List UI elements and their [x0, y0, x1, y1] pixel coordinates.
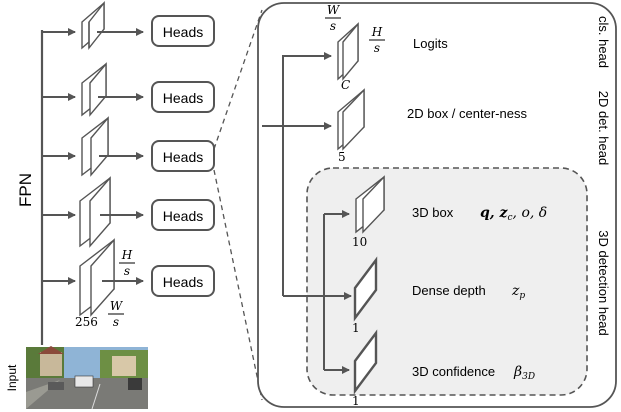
- conf3d-math: β3D: [513, 364, 535, 382]
- det3d-section-label: 3D detection head: [596, 230, 611, 336]
- box3d-output-label: 3D box: [412, 205, 454, 220]
- heads-box-3: [151, 140, 215, 172]
- heads-label-1: Heads: [163, 24, 203, 40]
- input-image-lane-mark: [91, 383, 101, 410]
- input-image: [26, 346, 148, 410]
- feature-map-side-4: [89, 176, 111, 248]
- top-height-num: H: [371, 25, 383, 39]
- heads-box-5: [151, 265, 215, 297]
- fpn-level-1: Heads: [42, 0, 215, 51]
- fpn-level-5: Heads H s 256 W s: [42, 238, 215, 329]
- det2d-output-label: 2D box / center-ness: [407, 106, 527, 121]
- input-label: Input: [5, 364, 19, 391]
- cls-channels-label: C: [341, 78, 350, 92]
- box3d-channels-label: 10: [352, 235, 367, 249]
- input-image-house-left: [40, 352, 62, 376]
- input-image-car-white: [74, 375, 94, 388]
- zoom-guide-top: [213, 9, 263, 150]
- det2d-section-label: 2D det. head: [596, 91, 611, 165]
- heads-label-4: Heads: [163, 208, 203, 224]
- bottom-height-fraction: H s: [119, 248, 135, 278]
- heads-label-2: Heads: [163, 90, 203, 106]
- fpn-level-4: Heads: [42, 176, 215, 248]
- box3d-math: q, zc, o, δ: [480, 205, 547, 223]
- box3d-output-side: [362, 175, 385, 234]
- heads-label-5: Heads: [163, 274, 203, 290]
- det3d-region: [306, 167, 588, 396]
- bottom-height-den: s: [124, 264, 130, 278]
- input-image-house-right: [112, 356, 136, 376]
- bottom-height-num: H: [121, 248, 133, 262]
- cls-output-side: [342, 22, 359, 81]
- bottom-width-den: s: [113, 315, 119, 329]
- fpn-level-3: Heads: [42, 116, 215, 177]
- conf3d-output-block: [353, 329, 378, 395]
- top-width-den: s: [330, 19, 336, 33]
- detail-panel: W s H s C Logits cls. head 5 2D box / ce…: [257, 2, 617, 408]
- zoom-guide-bottom: [213, 169, 263, 401]
- cls-section-label: cls. head: [596, 16, 611, 68]
- det2d-output-side: [342, 88, 365, 151]
- top-width-num: W: [327, 3, 341, 17]
- fpn-level-2: Heads: [42, 62, 215, 117]
- depth-output-label: Dense depth: [412, 283, 486, 298]
- top-height-den: s: [374, 41, 380, 55]
- det2d-channels-label: 5: [338, 150, 346, 164]
- cls-output-label: Logits: [413, 36, 448, 51]
- input-image-car-dark: [48, 382, 64, 390]
- top-width-fraction: W s: [325, 3, 341, 33]
- fpn-section: Heads Heads Heads Heads: [5, 0, 215, 410]
- bottom-width-fraction: W s: [108, 299, 124, 329]
- input-image-roof-left: [38, 346, 64, 354]
- heads-box-2: [151, 81, 215, 113]
- feature-map-side-5: [90, 238, 115, 317]
- heads-box-1: [151, 15, 215, 47]
- bottom-width-num: W: [110, 299, 124, 313]
- depth-channels-label: 1: [352, 321, 360, 335]
- depth-math: zp: [511, 283, 525, 301]
- heads-box-4: [151, 199, 215, 231]
- bottom-channels-label: 256: [75, 315, 98, 329]
- fpn-label: FPN: [16, 173, 35, 207]
- depth-output-block: [353, 256, 378, 322]
- conf3d-channels-label: 1: [352, 394, 360, 408]
- heads-label-3: Heads: [163, 149, 203, 165]
- top-height-fraction: H s: [369, 25, 385, 55]
- conf3d-output-label: 3D confidence: [412, 364, 495, 379]
- input-image-car-right: [128, 378, 142, 390]
